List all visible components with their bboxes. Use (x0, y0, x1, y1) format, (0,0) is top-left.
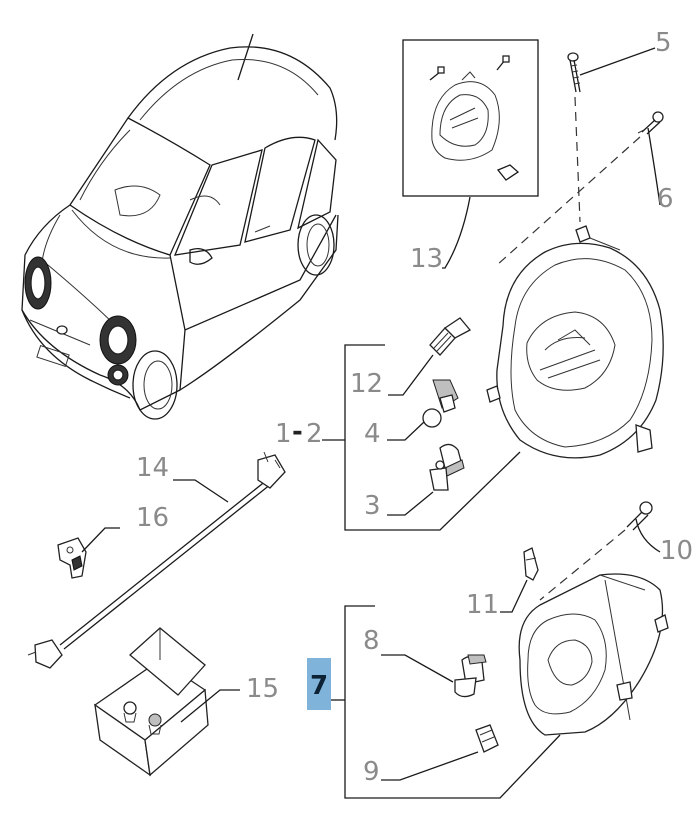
screw-6 (637, 111, 664, 135)
part-number-12: 12 (350, 369, 384, 399)
rod-14 (27, 451, 286, 669)
part-number-13: 13 (410, 244, 444, 274)
part-number-16: 16 (136, 503, 170, 533)
fog-lamp (518, 573, 669, 736)
bulb-9 (475, 724, 499, 753)
part-number-10: 10 (660, 536, 694, 566)
part-number-8: 8 (363, 626, 380, 656)
part-number-1: 1 (275, 419, 292, 449)
part-number-14: 14 (136, 453, 170, 483)
part-number-4: 4 (364, 419, 381, 449)
range-separator: - (292, 417, 303, 447)
box-kit-13 (402, 39, 539, 197)
part-number-2: 2 (306, 419, 323, 449)
part-number-3: 3 (364, 491, 381, 521)
highlighted-part-box[interactable] (307, 658, 331, 710)
bulb-4 (422, 379, 459, 428)
screw-5 (567, 52, 581, 93)
part-number-6: 6 (657, 184, 674, 214)
part-number-9: 9 (363, 757, 380, 787)
part-number-5: 5 (655, 28, 672, 58)
car-illustration (21, 33, 339, 420)
bulb-3 (429, 443, 465, 491)
part-number-11: 11 (466, 590, 500, 620)
part-number-15: 15 (246, 674, 280, 704)
bulb-12 (429, 317, 472, 356)
clip-11 (523, 547, 539, 581)
bulb-8 (454, 654, 487, 698)
highlighted-part-number-7[interactable]: 7 (309, 671, 329, 701)
clip-16 (57, 537, 87, 579)
bulb-box-15 (93, 627, 209, 777)
screw-10 (626, 501, 653, 531)
headlamp-assembly (486, 225, 664, 459)
